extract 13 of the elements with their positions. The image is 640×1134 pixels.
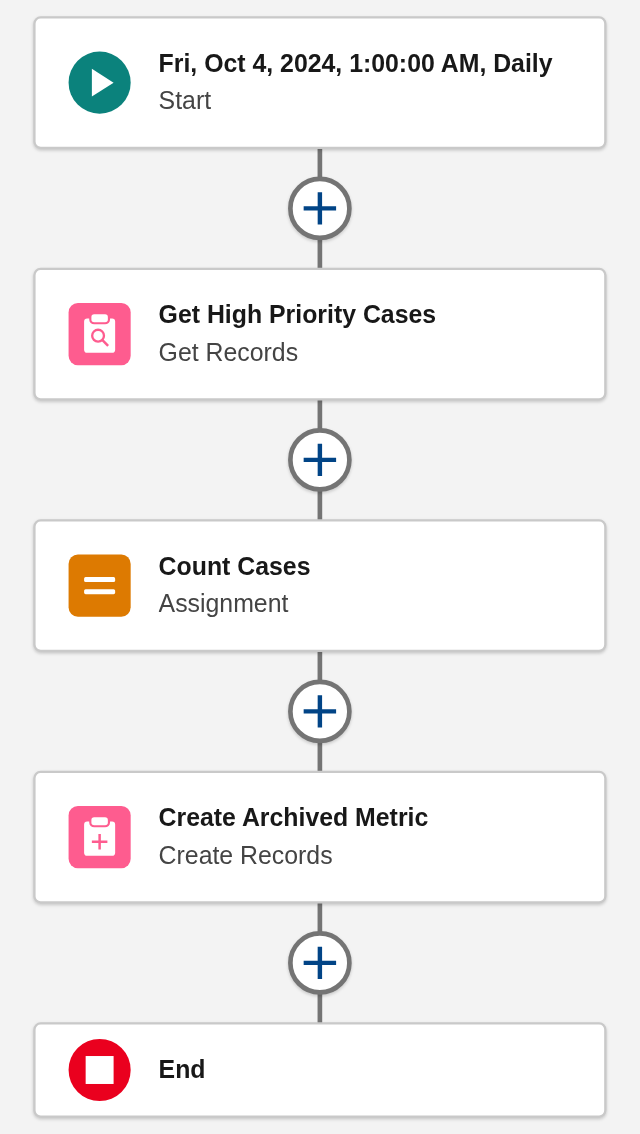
node-circle [288,428,352,492]
node-box: End [33,1022,607,1118]
node-circle [288,679,352,744]
node-box: Fri, Oct 4, 2024, 1:00:00 AM, Daily Start [33,16,607,149]
node-box: Get High Priority Cases Get Records [33,267,607,401]
node-box: Create Archived Metric Create Records [33,770,607,904]
node-box: Count Cases Assignment [33,519,607,652]
connector [317,650,323,682]
connector [317,147,323,179]
connector [317,992,323,1024]
node-circle [288,176,352,241]
connector [317,489,323,521]
node-circle [288,931,352,995]
